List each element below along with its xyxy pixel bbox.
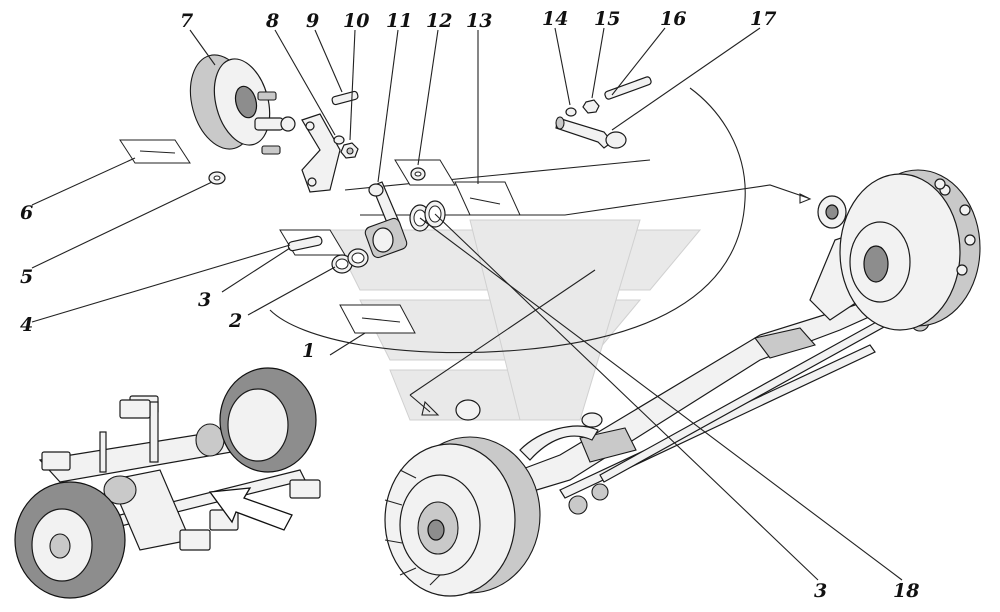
callout-3-lower: 3 (814, 580, 828, 602)
part-tag-6 (119, 139, 191, 164)
watermark-logo (329, 219, 702, 421)
callout-6: 6 (20, 202, 34, 224)
leader-lines (31, 27, 903, 581)
tie-rod-end-part-17 (555, 116, 627, 149)
callout-5: 5 (20, 266, 34, 288)
part-tag-13 (454, 181, 521, 216)
washer-part-14 (565, 107, 577, 117)
callout-2: 2 (229, 310, 243, 332)
callout-12: 12 (426, 10, 453, 32)
steering-lever-part-11 (364, 181, 408, 259)
left-brake-drum (384, 399, 541, 597)
ring-part-2 (331, 248, 369, 274)
callout-14: 14 (542, 8, 569, 30)
callout-4: 4 (20, 314, 34, 336)
bolt-part-16 (604, 76, 652, 100)
callout-13: 13 (466, 10, 493, 32)
direction-arrow-icon (208, 487, 293, 531)
nut-part-15 (582, 99, 600, 114)
callout-1: 1 (302, 340, 316, 362)
callout-7: 7 (180, 10, 194, 32)
bushing-part-5 (287, 235, 323, 252)
part-tag-1 (339, 304, 416, 334)
callout-11: 11 (386, 10, 413, 32)
exploded-group-outline (269, 87, 812, 416)
washer-part-12 (410, 167, 426, 181)
callout-8: 8 (266, 10, 280, 32)
washer-small (333, 135, 345, 145)
washer-part-6 (208, 171, 226, 185)
callout-16: 16 (660, 8, 687, 30)
pin-part-9 (331, 90, 359, 106)
callout-9: 9 (306, 10, 320, 32)
nut-part-10 (340, 142, 359, 159)
callout-17: 17 (750, 8, 777, 30)
callout-18: 18 (893, 580, 920, 602)
brake-drum-part-7 (189, 54, 296, 155)
right-brake-drum (817, 169, 981, 331)
callout-15: 15 (594, 8, 621, 30)
chassis-overview-illustration (14, 367, 321, 599)
arm-plate-part-8 (301, 113, 341, 193)
callout-3: 3 (198, 289, 212, 311)
callout-10: 10 (343, 10, 370, 32)
